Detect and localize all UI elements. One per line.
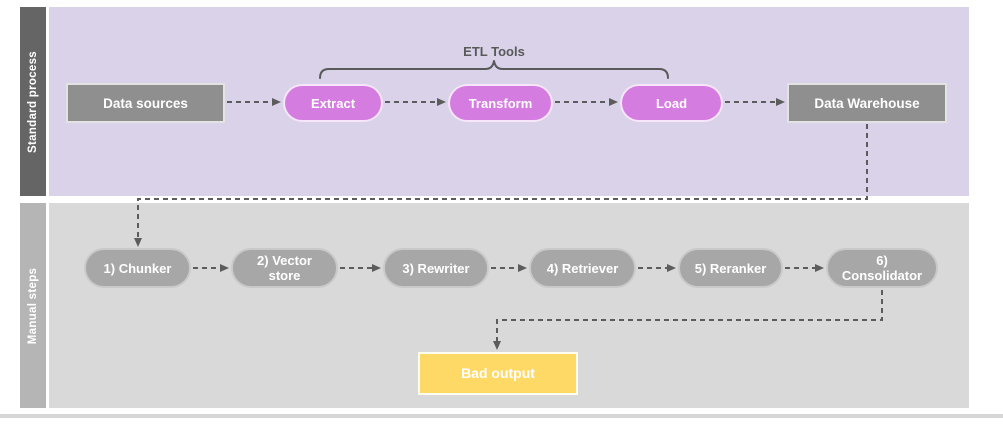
lane-label-manual-steps: Manual steps — [20, 203, 46, 408]
node-rewriter: 3) Rewriter — [383, 248, 489, 288]
node-vector-store: 2) Vector store — [231, 248, 338, 288]
lane-label-manual-text: Manual steps — [27, 267, 40, 344]
node-data-warehouse: Data Warehouse — [787, 83, 947, 123]
node-data-sources: Data sources — [66, 83, 225, 123]
node-consolidator: 6) Consolidator — [826, 248, 938, 288]
lane-label-standard-text: Standard process — [27, 50, 40, 153]
node-load: Load — [620, 84, 723, 122]
node-chunker: 1) Chunker — [84, 248, 191, 288]
node-retriever: 4) Retriever — [529, 248, 636, 288]
node-reranker: 5) Reranker — [678, 248, 783, 288]
lane-label-standard-process: Standard process — [20, 7, 46, 196]
node-transform: Transform — [448, 84, 553, 122]
bottom-divider — [0, 414, 1003, 418]
node-extract: Extract — [283, 84, 383, 122]
etl-tools-annotation: ETL Tools — [463, 44, 525, 59]
node-bad-output: Bad output — [418, 352, 578, 395]
